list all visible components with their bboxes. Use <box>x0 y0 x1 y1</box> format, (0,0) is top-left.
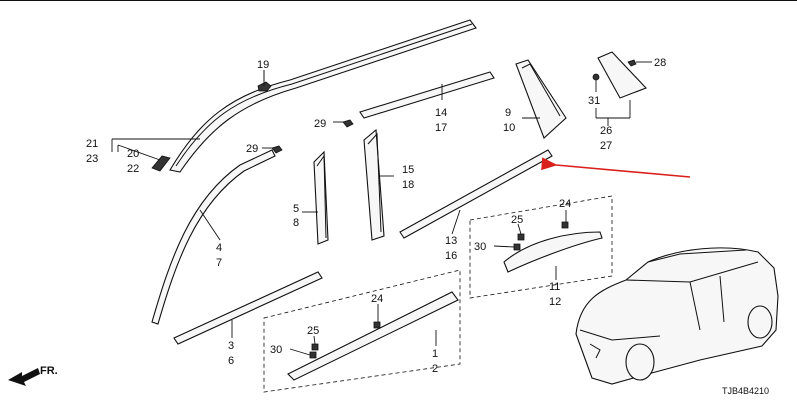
clip-25-rear[interactable] <box>517 233 525 241</box>
clip-30-rear[interactable] <box>513 243 521 251</box>
callout-4: 4 <box>216 242 222 254</box>
callout-21: 21 <box>86 138 98 150</box>
callout-5: 5 <box>293 203 299 215</box>
callout-1: 1 <box>432 348 438 360</box>
rear-door-lower-molding[interactable] <box>503 231 603 273</box>
vehicle-illustration <box>575 247 779 385</box>
clip-19[interactable] <box>257 70 272 92</box>
callout-26: 26 <box>600 125 612 137</box>
callout-10: 10 <box>503 122 515 134</box>
front-direction-arrow <box>8 368 40 386</box>
belt-molding[interactable] <box>399 149 553 239</box>
callout-15: 15 <box>402 164 414 176</box>
clip-24-front[interactable] <box>373 321 381 329</box>
callout-20: 20 <box>127 148 139 160</box>
callout-17: 17 <box>435 122 447 134</box>
callout-24-rear: 24 <box>559 198 571 210</box>
front-door-lower-molding[interactable] <box>287 291 459 381</box>
callout-9: 9 <box>505 107 511 119</box>
rear-pillar-garnish[interactable] <box>515 59 567 139</box>
windshield-molding[interactable] <box>151 149 276 325</box>
callout-6: 6 <box>228 355 234 367</box>
callout-30-front: 30 <box>270 344 282 356</box>
callout-27: 27 <box>600 140 612 152</box>
rear-lower-group-box <box>469 195 613 299</box>
leader-lines <box>111 61 652 356</box>
mirror-sail-garnish[interactable] <box>592 51 647 99</box>
callout-19: 19 <box>257 59 269 71</box>
callout-8: 8 <box>293 217 299 229</box>
c-pillar-garnish[interactable] <box>363 128 385 241</box>
callout-31: 31 <box>588 95 600 107</box>
roof-molding[interactable] <box>169 19 477 173</box>
callout-25-rear: 25 <box>511 214 523 226</box>
callout-30-rear: 30 <box>474 241 486 253</box>
diagram-code: TJB4B4210 <box>722 386 769 396</box>
callout-18: 18 <box>402 179 414 191</box>
clip-25-front[interactable] <box>311 343 319 351</box>
clip-29-left[interactable] <box>262 145 283 154</box>
callout-3: 3 <box>228 340 234 352</box>
callout-14: 14 <box>435 107 447 119</box>
callout-22: 22 <box>127 163 139 175</box>
clip-29-upper[interactable] <box>333 119 354 128</box>
callout-25-front: 25 <box>307 325 319 337</box>
callout-29-upper: 29 <box>314 118 326 130</box>
front-label: FR. <box>40 365 58 377</box>
callout-16: 16 <box>445 250 457 262</box>
callout-12: 12 <box>549 296 561 308</box>
callout-11: 11 <box>549 281 560 293</box>
callout-28: 28 <box>654 57 666 69</box>
callout-24-front: 24 <box>371 293 383 305</box>
upper-door-molding[interactable] <box>359 71 495 119</box>
callout-2: 2 <box>432 363 438 375</box>
callout-29-left: 29 <box>246 143 258 155</box>
callout-13: 13 <box>445 235 457 247</box>
callout-7: 7 <box>216 257 222 269</box>
front-lower-group-box <box>263 269 461 393</box>
highlight-arrow <box>541 157 691 178</box>
clip-24-rear[interactable] <box>561 221 569 229</box>
front-lower-molding[interactable] <box>173 271 323 345</box>
clip-30-front[interactable] <box>309 351 317 359</box>
callout-23: 23 <box>86 153 98 165</box>
